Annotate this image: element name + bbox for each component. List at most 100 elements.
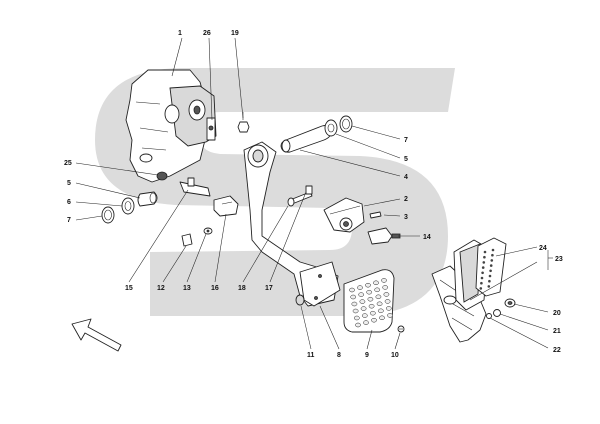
brake-pad-grip-dot xyxy=(350,294,357,300)
part-25-nut xyxy=(156,171,168,181)
brake-pad-grip-dot xyxy=(359,299,366,304)
callout-16: 16 xyxy=(211,285,219,292)
callout-20: 20 xyxy=(553,310,561,317)
callout-11: 11 xyxy=(307,352,315,359)
brake-pad-grip-dot xyxy=(360,306,367,311)
brake-pad-grip-dot xyxy=(368,303,375,309)
accelerator-pad-grip-dot xyxy=(488,279,491,283)
part-13-washer xyxy=(203,227,213,235)
part-10-screw xyxy=(397,325,405,333)
brake-pad-grip-dot xyxy=(387,313,393,318)
accelerator-pad-grip-dot xyxy=(490,259,494,262)
brake-pedal-pad xyxy=(343,269,395,333)
callout-5-lower: 5 xyxy=(67,180,71,187)
callout-5-upper: 5 xyxy=(404,156,408,163)
bushing-5-lower xyxy=(137,191,158,207)
washer-7-lower xyxy=(101,206,115,224)
brake-pad-grip-dot xyxy=(353,315,360,321)
brake-pad-grip-dot xyxy=(349,287,355,293)
brake-pad-grip-dot xyxy=(383,292,390,297)
callout-7-upper: 7 xyxy=(404,137,408,144)
brake-pad-grip-dot xyxy=(357,285,363,290)
brake-pad-grip-dot xyxy=(371,317,377,323)
accelerator-pad-grip-dot xyxy=(479,287,483,290)
accelerator-pad-grip-dot xyxy=(482,261,486,264)
accelerator-pad-grip-dot xyxy=(488,274,492,278)
callout-labels: 1 26 19 7 5 4 25 5 6 7 2 3 14 24 23 15 1… xyxy=(64,30,563,359)
callout-24: 24 xyxy=(539,245,547,252)
callout-14: 14 xyxy=(423,234,431,241)
brake-pad-grip-dot xyxy=(373,280,379,286)
callout-9: 9 xyxy=(365,352,369,359)
accelerator-pad-grip-dot xyxy=(481,271,484,275)
washer-6 xyxy=(121,197,135,215)
callout-12: 12 xyxy=(157,285,165,292)
callout-13: 13 xyxy=(183,285,191,292)
brake-pad-grip-dot xyxy=(379,315,385,321)
callout-26: 26 xyxy=(203,30,211,37)
accelerator-pad-grip-dot xyxy=(489,269,492,273)
accelerator-pad-grip-dot xyxy=(491,248,495,252)
brake-pad-grip-dot xyxy=(367,296,374,302)
callout-15: 15 xyxy=(125,285,133,292)
arrow-up-left-icon xyxy=(71,318,122,352)
brake-pad-grip-dot xyxy=(358,292,365,297)
part-12-clip xyxy=(181,233,193,247)
bushing-5-upper xyxy=(324,119,338,137)
brake-pad-grip-dot xyxy=(377,308,384,314)
brake-pad-grip-dot xyxy=(365,282,371,288)
accelerator-pad-grip-dot xyxy=(487,285,491,288)
callout-19: 19 xyxy=(231,30,239,37)
part-11-washer xyxy=(295,294,305,306)
brake-pad-grip-dot xyxy=(366,289,373,295)
brake-pad-grip-dot xyxy=(374,287,381,293)
brake-pad-grip-dot xyxy=(375,294,382,300)
brake-pad-grip-dot xyxy=(351,301,358,307)
callout-7-lower: 7 xyxy=(67,217,71,224)
part-21-nut xyxy=(493,309,501,317)
callout-8: 8 xyxy=(337,352,341,359)
callout-17: 17 xyxy=(265,285,273,292)
callout-3: 3 xyxy=(404,214,408,221)
brake-pad-grip-dot xyxy=(352,308,359,314)
brake-pad-grip-dot xyxy=(376,301,383,307)
part-22-washer xyxy=(486,313,492,319)
brake-pad-grip-dot xyxy=(382,285,389,290)
callout-4: 4 xyxy=(404,174,408,181)
callout-1: 1 xyxy=(178,30,182,37)
leader-lines xyxy=(75,37,553,350)
accelerator-pad-grip-dot xyxy=(489,264,493,267)
part-26-spacer xyxy=(206,117,216,141)
accelerator-pad xyxy=(475,237,507,297)
callout-22: 22 xyxy=(553,347,561,354)
callout-6: 6 xyxy=(67,199,71,206)
part-20-bumper xyxy=(504,298,516,308)
callout-10: 10 xyxy=(391,352,399,359)
brake-pad-grip-dot xyxy=(384,299,391,304)
pivot-shaft xyxy=(280,125,332,153)
callout-18: 18 xyxy=(238,285,246,292)
accelerator-pad-grip-dot xyxy=(483,255,486,259)
brake-pad-grip-dot xyxy=(381,278,387,283)
brake-pad-grip-dot xyxy=(369,310,376,316)
callout-23: 23 xyxy=(555,256,563,263)
callout-2: 2 xyxy=(404,196,408,203)
callout-21: 21 xyxy=(553,328,561,335)
pedal-pivot-pin xyxy=(287,185,313,207)
brake-light-switch xyxy=(367,227,401,245)
brake-pad-grip-dot xyxy=(361,313,368,318)
accelerator-pad-grip-dot xyxy=(480,276,484,280)
brake-pedal-arm xyxy=(243,141,341,307)
accelerator-pad-grip-dot xyxy=(480,281,483,285)
brake-pad-grip-dot xyxy=(385,306,392,311)
callout-25: 25 xyxy=(64,160,72,167)
pedal-bracket-housing xyxy=(125,69,217,183)
accelerator-pad-grip-dot xyxy=(483,250,487,254)
brake-pad-grip-dot xyxy=(363,320,369,325)
accelerator-pad-grip-dot xyxy=(481,266,485,269)
accelerator-pad-grip-dot xyxy=(491,253,494,257)
part-16-block xyxy=(213,195,239,217)
part-19-bolt xyxy=(237,112,250,133)
part-3-screw xyxy=(369,211,382,219)
